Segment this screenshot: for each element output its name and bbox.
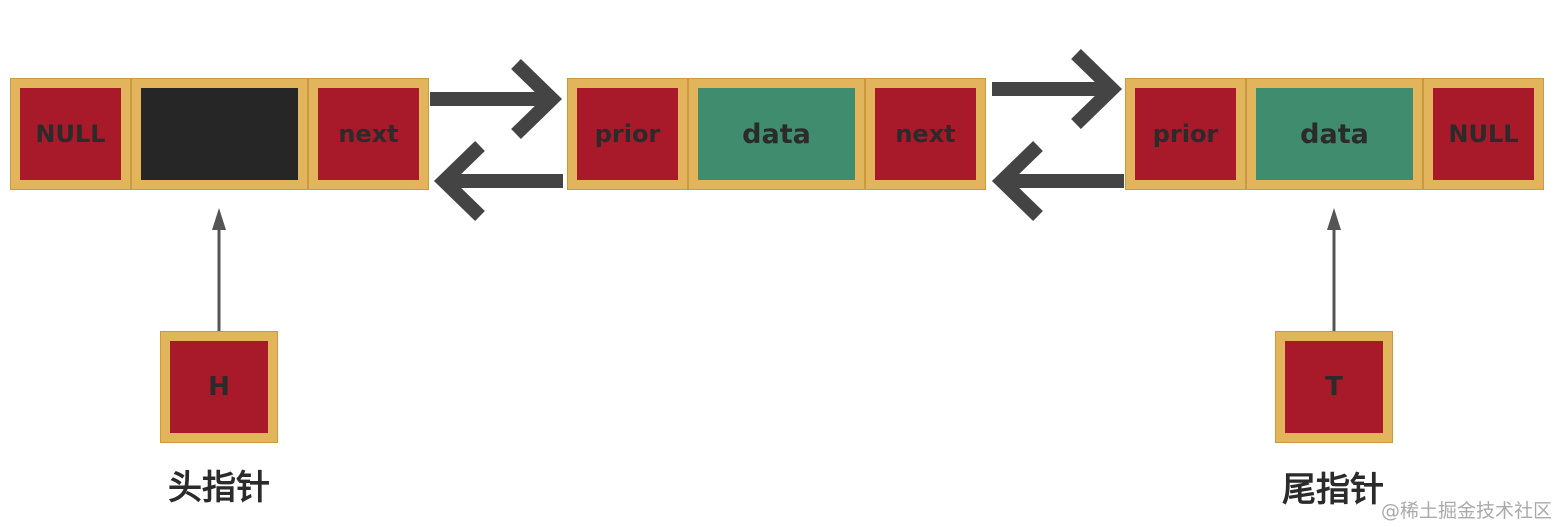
tail-pointer-letter: T	[1285, 341, 1383, 433]
tail-node-prior-cell: prior	[1125, 78, 1246, 190]
head-node-data-cell	[131, 78, 308, 190]
middle-node-prior-cell: prior	[567, 78, 688, 190]
head-node-next-cell: next	[308, 78, 429, 190]
tail-pointer-arrow	[1327, 208, 1341, 332]
tail-node: prior data NULL	[1125, 78, 1544, 190]
middle-node-next-label: next	[875, 88, 976, 180]
head-node-next-label: next	[318, 88, 419, 180]
middle-node: prior data next	[567, 78, 986, 190]
tail-node-next-label: NULL	[1433, 88, 1534, 180]
head-pointer-caption: 头指针	[168, 468, 270, 508]
middle-node-data-cell: data	[688, 78, 865, 190]
head-node-data-label	[141, 88, 298, 180]
tail-node-data-cell: data	[1246, 78, 1423, 190]
head-pointer-arrow	[212, 208, 226, 332]
middle-node-prior-label: prior	[577, 88, 678, 180]
tail-node-data-label: data	[1256, 88, 1413, 180]
tail-node-next-cell: NULL	[1423, 78, 1544, 190]
tail-node-prior-label: prior	[1135, 88, 1236, 180]
prior-arrow-left-1	[433, 140, 563, 222]
middle-node-data-label: data	[698, 88, 855, 180]
tail-pointer-box: T	[1275, 331, 1393, 443]
middle-node-next-cell: next	[865, 78, 986, 190]
watermark: @稀土掘金技术社区	[1380, 500, 1552, 522]
head-node-prior-cell: NULL	[10, 78, 131, 190]
next-arrow-right-2	[992, 48, 1123, 130]
head-node: NULL next	[10, 78, 429, 190]
head-pointer-letter: H	[170, 341, 268, 433]
next-arrow-right-1	[430, 58, 563, 140]
tail-pointer-caption: 尾指针	[1282, 470, 1384, 510]
head-node-prior-label: NULL	[20, 88, 121, 180]
prior-arrow-left-2	[991, 140, 1124, 222]
head-pointer-box: H	[160, 331, 278, 443]
